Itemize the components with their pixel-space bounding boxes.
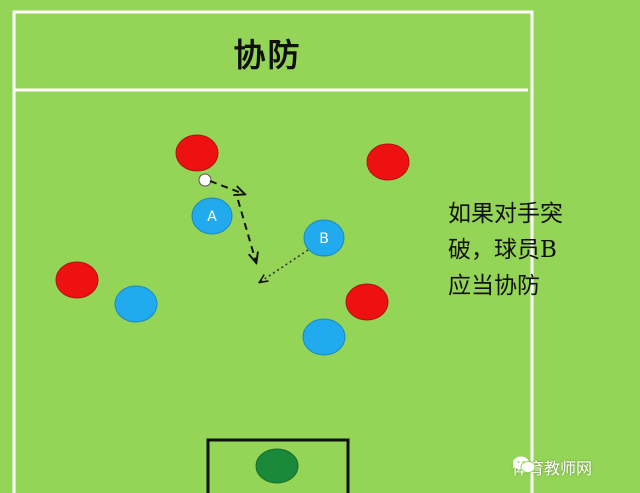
cover-arrow <box>260 249 309 282</box>
red-player-2 <box>366 143 410 181</box>
blue-player-a <box>191 197 233 235</box>
note-line-2: 破，球员B <box>448 237 557 263</box>
wechat-icon <box>513 456 536 473</box>
red-player-4 <box>345 283 389 321</box>
dribble-arrow-2 <box>237 199 256 262</box>
note-line-1: 如果对手突 <box>448 201 563 227</box>
pitch-boundary <box>12 10 534 493</box>
ball <box>198 173 212 187</box>
coaching-note: 如果对手突 破，球员B 应当协防 <box>448 196 618 304</box>
blue-player-3 <box>114 285 158 323</box>
note-line-3: 应当协防 <box>448 273 540 299</box>
diagram-title: 协防 <box>233 36 302 74</box>
dribble-arrow-1 <box>209 180 244 194</box>
goalkeeper <box>255 448 299 484</box>
blue-player-4 <box>302 318 346 356</box>
watermark: 体育教师网 <box>512 455 592 479</box>
goal-box <box>206 438 350 493</box>
player-label-a: A <box>207 209 217 225</box>
blue-player-b <box>303 219 345 257</box>
red-player-1 <box>175 134 219 172</box>
red-player-3 <box>55 261 99 299</box>
player-label-b: B <box>319 231 329 247</box>
